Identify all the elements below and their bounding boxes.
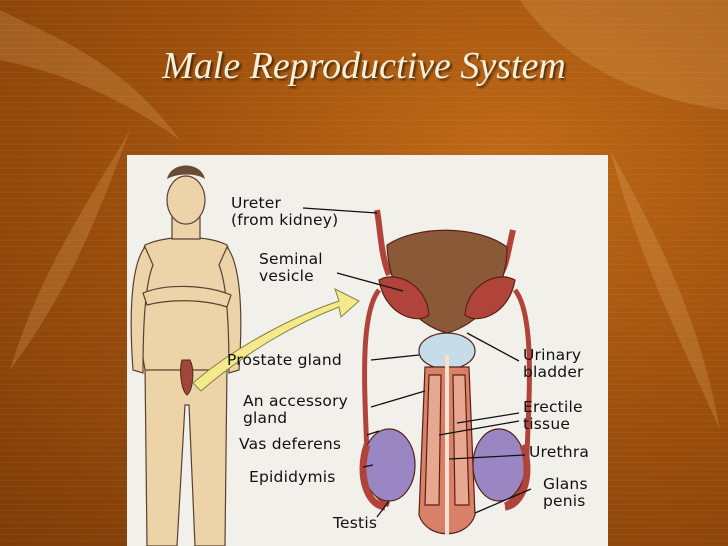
anatomy-illustration: [130, 165, 532, 546]
leaf-decoration-right: [610, 150, 720, 430]
genital-highlight: [180, 359, 194, 396]
label-erectile-tissue-line1: Erectile: [523, 398, 583, 416]
label-prostate-gland: Prostate gland: [227, 351, 342, 369]
label-urinary-bladder: Urinary bladder: [523, 347, 584, 381]
leader-lines: [302, 207, 532, 518]
label-ureter-line1: Ureter: [231, 194, 282, 212]
label-testis: Testis: [333, 514, 378, 532]
label-epididymis: Epididymis: [249, 468, 336, 486]
pointer-arrow: [192, 288, 360, 392]
label-seminal-vesicle-line1: Seminal: [259, 250, 323, 268]
label-accessory-gland: An accessory gland: [243, 393, 348, 427]
label-ureter: Ureter (from kidney): [231, 195, 338, 229]
hair: [167, 165, 205, 179]
label-erectile-tissue-line2: tissue: [523, 415, 571, 433]
anatomy-figure: Ureter (from kidney) Seminal vesicle Pro…: [127, 155, 608, 546]
label-glans-penis-line2: penis: [543, 492, 586, 510]
label-urinary-bladder-line1: Urinary: [523, 346, 582, 364]
anatomy-organs: [359, 209, 532, 535]
label-urethra: Urethra: [529, 443, 590, 461]
label-glans-penis-line1: Glans: [543, 475, 588, 493]
label-accessory-gland-line1: An accessory: [243, 392, 349, 410]
leaf-decoration-top: [0, 0, 728, 140]
male-figure: [130, 175, 242, 546]
leaf-decoration-left: [10, 130, 130, 370]
label-ureter-line2: (from kidney): [231, 211, 339, 229]
label-vas-deferens: Vas deferens: [239, 435, 342, 453]
slide-title: Male Reproductive System: [162, 45, 566, 87]
label-urinary-bladder-line2: bladder: [523, 363, 584, 381]
label-accessory-gland-line2: gland: [243, 409, 288, 427]
label-seminal-vesicle-line2: vesicle: [259, 267, 314, 285]
label-glans-penis: Glans penis: [543, 476, 588, 510]
label-seminal-vesicle: Seminal vesicle: [259, 251, 323, 285]
label-erectile-tissue: Erectile tissue: [523, 399, 583, 433]
